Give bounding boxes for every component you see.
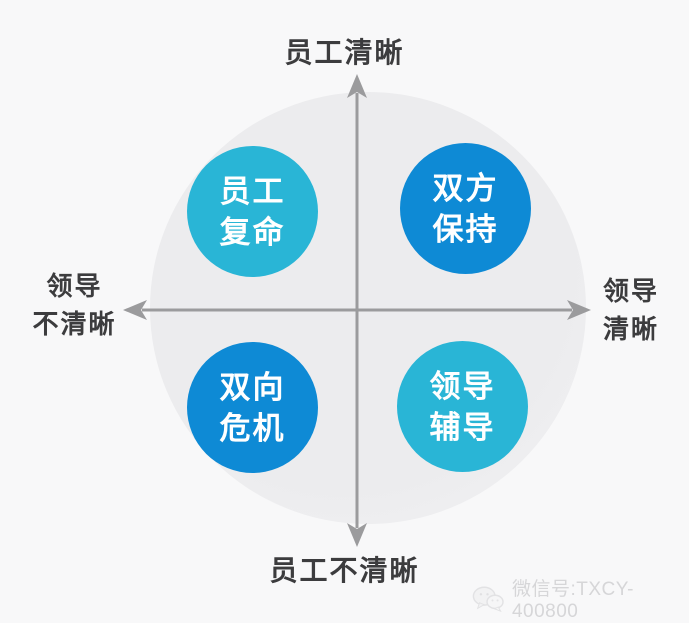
watermark: 微信号:TXCY-400800: [472, 574, 689, 623]
quadrant-circle-bottom-left: 双向 危机: [187, 342, 318, 473]
quadrant-circle-label-line2: 危机: [219, 410, 286, 446]
quadrant-circle-top-right: 双方 保持: [400, 143, 531, 274]
quadrant-circle-label-line2: 保持: [432, 211, 499, 247]
axis-label-right-line1: 领导: [602, 276, 659, 306]
wechat-icon: [472, 586, 504, 612]
axis-label-left-line2: 不清晰: [32, 309, 117, 339]
arrow-down-icon: [347, 523, 367, 547]
axis-label-right-line2: 清晰: [602, 314, 659, 344]
axis-label-bottom: 员工不清晰: [269, 555, 420, 586]
axis-label-right: 领导 清晰: [583, 272, 679, 348]
axis-label-left-line1: 领导: [46, 271, 103, 301]
quadrant-circle-top-left: 员工 复命: [187, 146, 318, 277]
quadrant-circle-bottom-right: 领导 辅导: [397, 341, 528, 472]
quadrant-circle-label-line1: 员工: [219, 173, 286, 209]
quadrant-circle-label-line1: 双方: [432, 170, 499, 206]
quadrant-circle-label-line2: 辅导: [429, 409, 496, 445]
quadrant-circle-label-line1: 双向: [219, 369, 286, 405]
quadrant-circle-label-line2: 复命: [219, 214, 286, 250]
quadrant-circle-label-line1: 领导: [429, 368, 496, 404]
axis-label-top: 员工清晰: [284, 37, 405, 68]
axis-label-left: 领导 不清晰: [12, 267, 137, 343]
watermark-text: 微信号:TXCY-400800: [511, 579, 634, 622]
